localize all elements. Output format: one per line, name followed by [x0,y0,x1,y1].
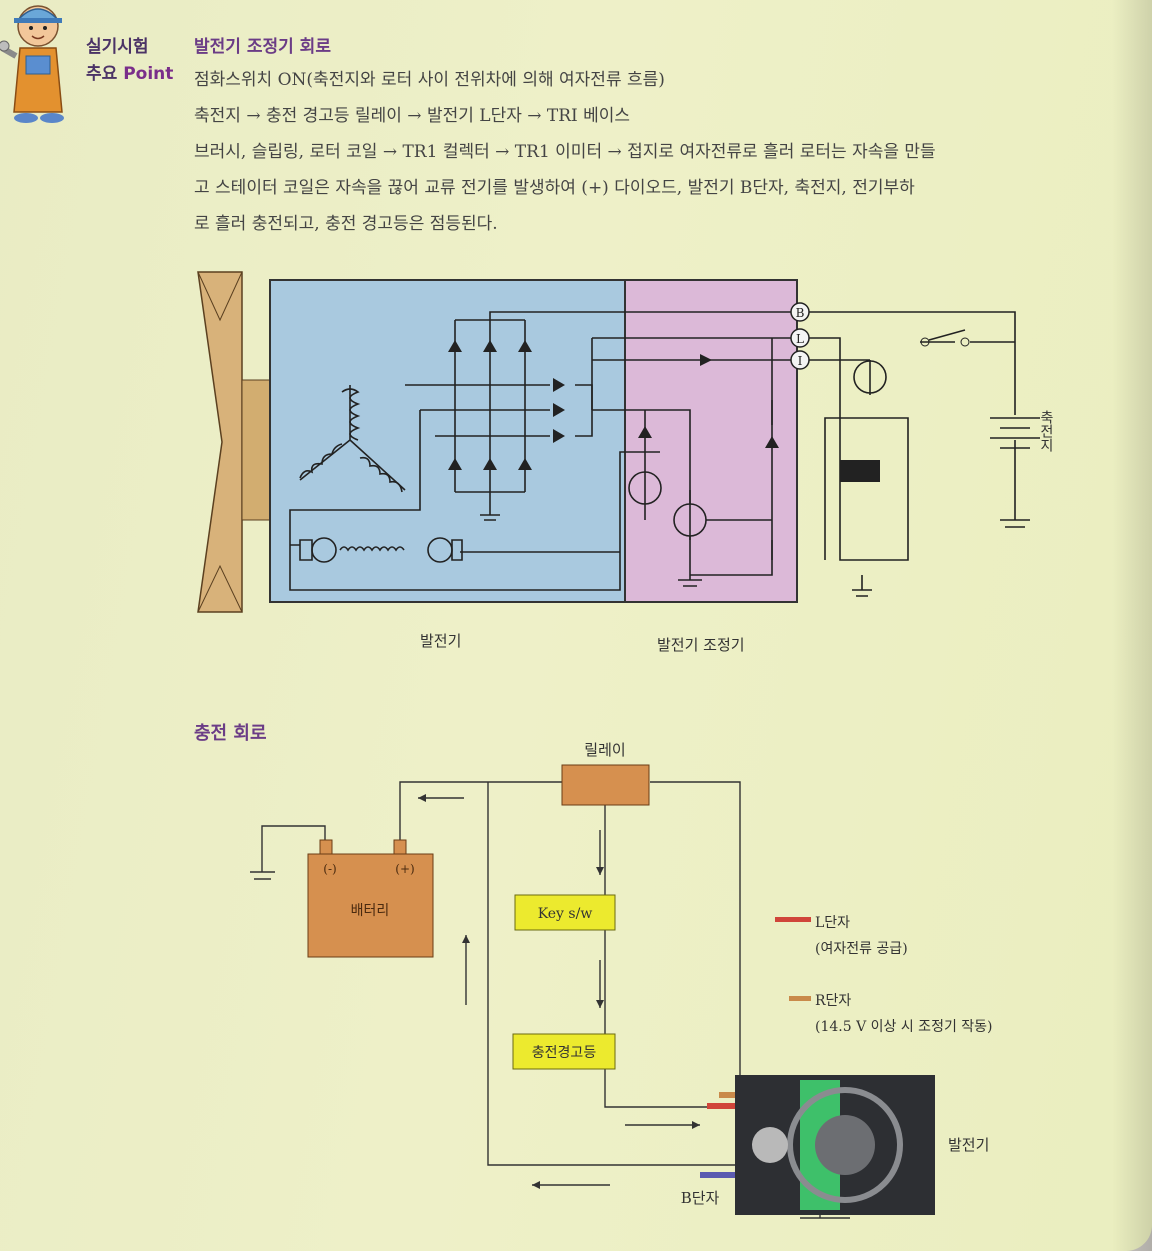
key-switch-label: Key s/w [538,906,593,922]
legend-swatch-r [789,996,811,1001]
mascot-illustration [0,5,64,123]
battery-plus: (+) [395,862,414,876]
battery-vertical-label: 축전지 [1038,410,1054,452]
terminal-l-label: L [796,332,804,346]
b-terminal-label: B단자 [681,1189,720,1207]
regulator-circuit-diagram: B L I 축전지 [197,271,1054,613]
legend-l-desc: (여자전류 공급) [815,941,908,957]
caption-regulator: 발전기 조정기 [657,636,745,654]
legend-r-title: R단자 [815,993,851,1009]
battery-box [307,853,434,958]
l-terminal-wire [707,1103,735,1109]
charging-circuit-diagram: 릴레이 (-) (+) 배터리 Key s/w 충전경고등 B단자 발전기 L단… [250,741,993,1219]
section-title-charging: 충전 회로 [194,723,267,744]
badge-line-1: 실기시험 [86,37,149,57]
generator-label: 발전기 [948,1136,989,1154]
badge-point: Point [123,64,174,84]
relay-coil-icon [840,460,880,482]
generator-region [269,279,626,603]
legend-l-title: L단자 [815,915,850,931]
lamp-icon [853,360,887,394]
diode-icons [448,340,779,470]
relay-box [561,764,650,806]
caption-generator: 발전기 [420,632,462,650]
key-switch-box [514,894,616,931]
regulator-explanation: 발전기 조정기 회로 점화스위치 ON(축전지와 로터 사이 전위차에 의해 여… [194,32,1124,242]
explanation-line: 로 흘러 충전되고, 충전 경고등은 점등된다. [194,214,498,234]
terminal-i [790,350,810,370]
explanation-line: 고 스테이터 코일은 자속을 끊어 교류 전기를 발생하여 (+) 다이오드, … [194,178,915,198]
warning-lamp-box [512,1033,616,1070]
r-terminal-wire [719,1092,735,1098]
badge-line-2: 추요 [86,64,118,84]
exam-point-badge: 실기시험 추요 Point [86,34,173,88]
section-title-regulator: 발전기 조정기 회로 [194,37,331,57]
warning-lamp-label: 충전경고등 [532,1045,597,1061]
terminal-l [790,328,810,348]
legend-r-desc: (14.5 V 이상 시 조정기 작동) [815,1019,993,1035]
battery-label: 배터리 [351,903,390,919]
explanation-line: 점화스위치 ON(축전지와 로터 사이 전위차에 의해 여자전류 흐름) [194,70,665,90]
terminal-b [790,302,810,322]
relay-label: 릴레이 [584,741,625,759]
explanation-line: 축전지 → 충전 경고등 릴레이 → 발전기 L단자 → TRI 베이스 [194,106,631,126]
explanation-line: 브러시, 슬립링, 로터 코일 → TR1 컬렉터 → TR1 이미터 → 접지… [194,142,936,162]
b-terminal-wire [700,1172,735,1178]
terminal-i-label: I [798,354,803,368]
battery-minus: (-) [323,862,336,876]
legend-swatch-l [775,917,811,922]
regulator-region [624,279,798,603]
pulley-icon [197,271,243,613]
terminal-b-label: B [796,306,805,320]
